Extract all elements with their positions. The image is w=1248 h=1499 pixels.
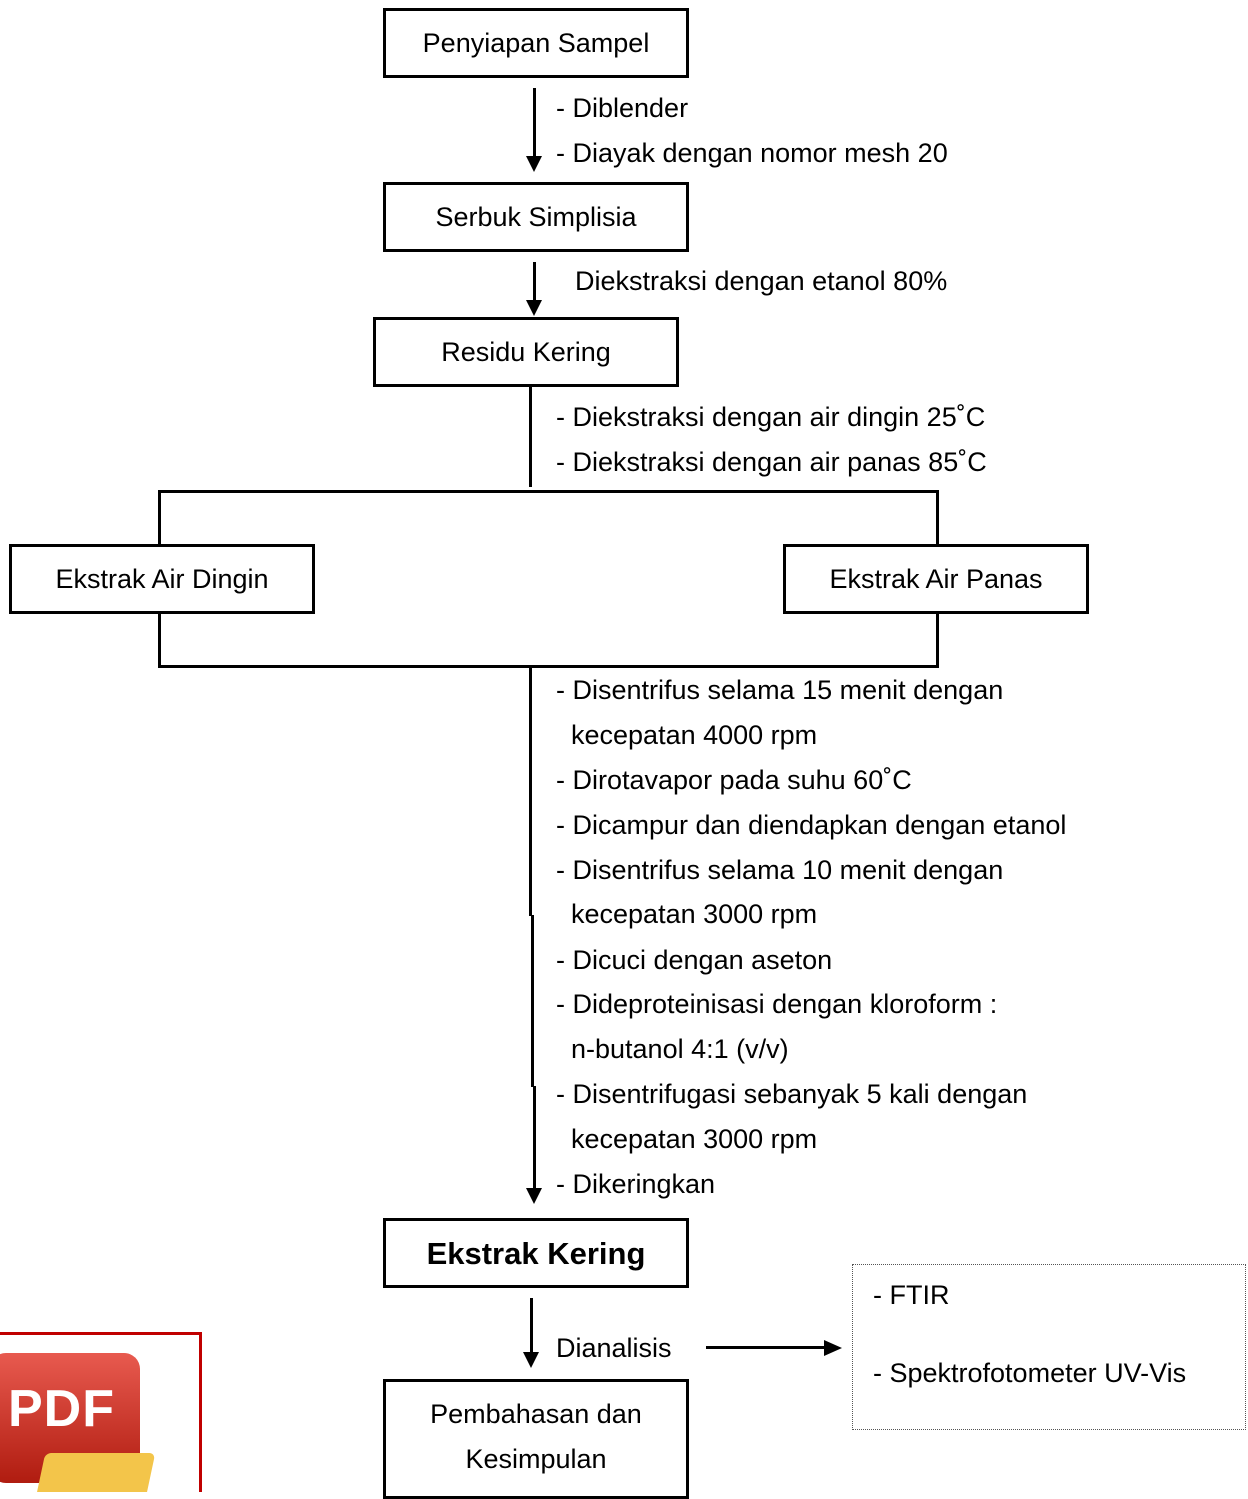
arrow-main-head bbox=[526, 1188, 542, 1204]
analysis-item: - Spektrofotometer UV-Vis bbox=[873, 1358, 1187, 1388]
step-text-dianalisis: Dianalisis bbox=[556, 1333, 672, 1363]
step-text: kecepatan 4000 rpm bbox=[556, 720, 818, 750]
pdf-icon[interactable]: PDF bbox=[0, 1332, 202, 1492]
step-text: - Disentrifus selama 15 menit dengan bbox=[556, 675, 1004, 705]
arrow-analysis-line bbox=[706, 1346, 824, 1349]
arrow-main-line bbox=[529, 668, 532, 916]
box-analysis-methods: - FTIR - Spektrofotometer UV-Vis bbox=[852, 1264, 1246, 1430]
arrow-main-line-3 bbox=[533, 1086, 536, 1190]
step-text: - Diekstraksi dengan air dingin 25˚C bbox=[556, 402, 986, 432]
step-text: - Disentrifugasi sebanyak 5 kali dengan bbox=[556, 1079, 1028, 1109]
connector-residu-down bbox=[529, 387, 532, 487]
box-air-dingin-label: Ekstrak Air Dingin bbox=[55, 563, 269, 594]
connector-top-bar bbox=[158, 490, 939, 493]
step-text: - Dicampur dan diendapkan dengan etanol bbox=[556, 810, 1067, 840]
arrow-1-line bbox=[533, 88, 536, 158]
box-serbuk-simplisia: Serbuk Simplisia bbox=[383, 182, 689, 252]
arrow-main-line-2 bbox=[531, 915, 534, 1087]
arrow-2-head bbox=[526, 300, 542, 316]
box-residu-kering: Residu Kering bbox=[373, 317, 679, 387]
box-serbuk-label: Serbuk Simplisia bbox=[435, 201, 637, 232]
box-ekstrak-kering-label: Ekstrak Kering bbox=[426, 1235, 646, 1271]
step-text: - Dicuci dengan aseton bbox=[556, 945, 833, 975]
step-text: - Dirotavapor pada suhu 60˚C bbox=[556, 765, 912, 795]
box-ekstrak-air-panas: Ekstrak Air Panas bbox=[783, 544, 1089, 614]
step-text: - Diayak dengan nomor mesh 20 bbox=[556, 138, 948, 168]
connector-top-right bbox=[936, 490, 939, 544]
arrow-1-head bbox=[526, 156, 542, 172]
box-pembahasan-label-2: Kesimpulan bbox=[465, 1444, 607, 1474]
box-air-panas-label: Ekstrak Air Panas bbox=[829, 563, 1043, 594]
step-text: - Diekstraksi dengan air panas 85˚C bbox=[556, 447, 987, 477]
analysis-item: - FTIR bbox=[873, 1280, 950, 1310]
box-ekstrak-kering: Ekstrak Kering bbox=[383, 1218, 689, 1288]
box-ekstrak-air-dingin: Ekstrak Air Dingin bbox=[9, 544, 315, 614]
arrow-analysis-head bbox=[824, 1340, 842, 1356]
step-text: Diekstraksi dengan etanol 80% bbox=[575, 266, 948, 296]
arrow-3-line bbox=[530, 1298, 533, 1354]
box-penyiapan-sampel: Penyiapan Sampel bbox=[383, 8, 689, 78]
step-text: - Diblender bbox=[556, 93, 689, 123]
connector-bottom-left bbox=[158, 614, 161, 668]
step-text: kecepatan 3000 rpm bbox=[556, 1124, 818, 1154]
step-text: kecepatan 3000 rpm bbox=[556, 899, 818, 929]
step-text: - Disentrifus selama 10 menit dengan bbox=[556, 855, 1004, 885]
box-penyiapan-label: Penyiapan Sampel bbox=[422, 27, 650, 58]
box-residu-label: Residu Kering bbox=[441, 336, 611, 367]
box-pembahasan-label-1: Pembahasan dan bbox=[430, 1399, 642, 1429]
step-text: - Dikeringkan bbox=[556, 1169, 716, 1199]
step-text: n-butanol 4:1 (v/v) bbox=[556, 1034, 789, 1064]
arrow-2-line bbox=[533, 262, 536, 300]
step-text: - Dideproteinisasi dengan kloroform : bbox=[556, 989, 998, 1019]
pdf-icon-folder bbox=[34, 1453, 156, 1492]
pdf-icon-label: PDF bbox=[8, 1380, 115, 1438]
connector-top-left bbox=[158, 490, 161, 544]
box-pembahasan-kesimpulan: Pembahasan dan Kesimpulan bbox=[383, 1379, 689, 1499]
arrow-3-head bbox=[523, 1352, 539, 1368]
connector-bottom-bar bbox=[158, 665, 939, 668]
connector-bottom-right bbox=[936, 614, 939, 668]
